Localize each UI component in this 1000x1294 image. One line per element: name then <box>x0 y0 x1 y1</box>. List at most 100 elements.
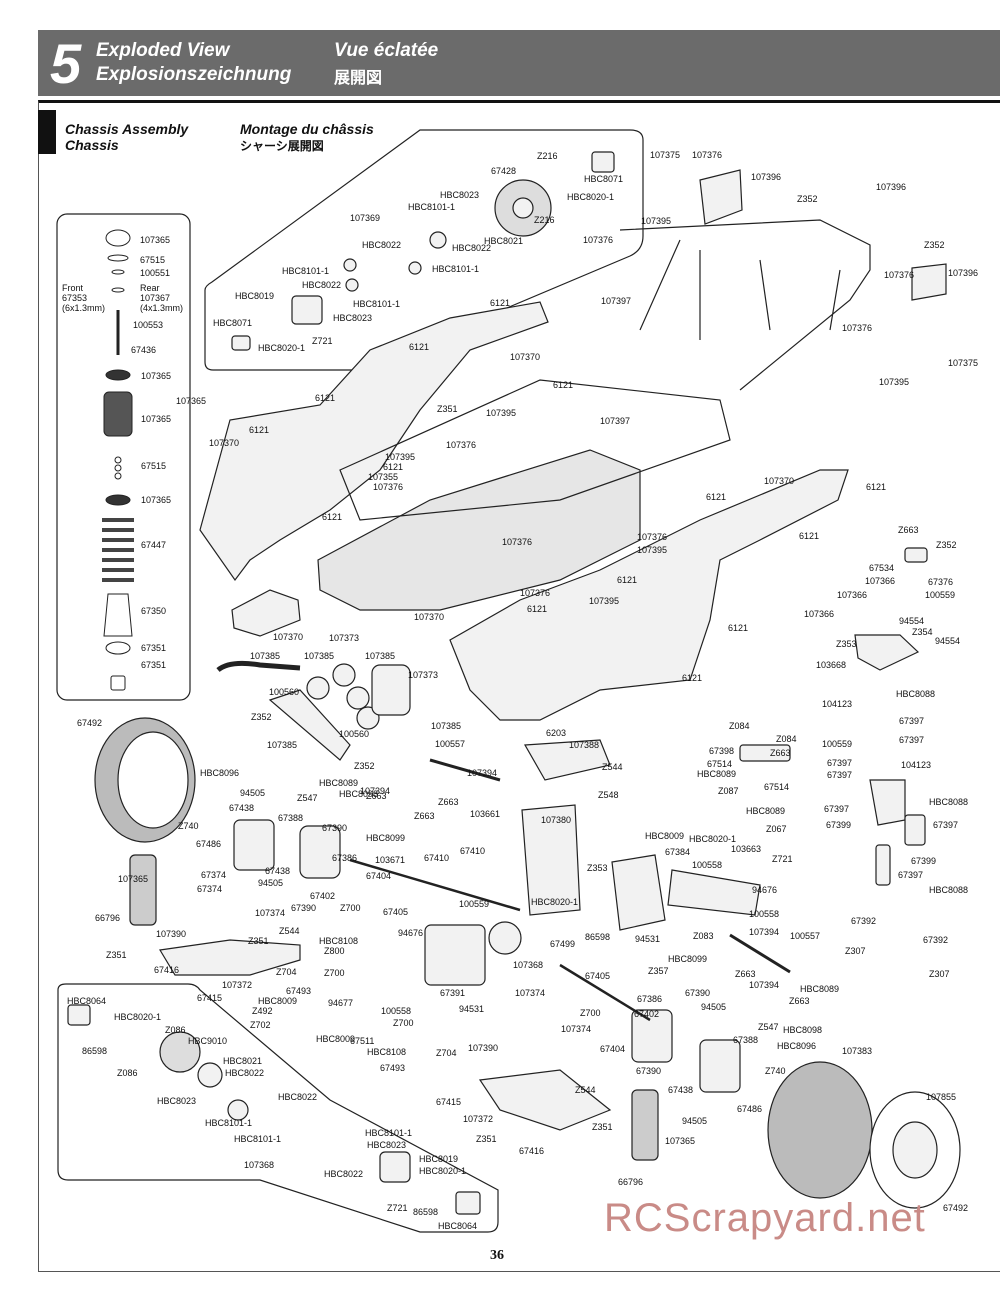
part-label: 107385 <box>304 651 335 661</box>
front-part-number: 67353 <box>62 293 88 303</box>
part-label: Z351 <box>437 404 458 414</box>
part-label: HBC8101-1 <box>432 264 480 274</box>
part-label: Z067 <box>766 824 787 834</box>
part-label: Z216 <box>534 215 555 225</box>
part-label: 107395 <box>637 545 668 555</box>
part-label: 67416 <box>154 965 180 975</box>
part-label: 67392 <box>851 916 877 926</box>
part-label: HBC8096 <box>777 1041 817 1051</box>
part-label: HBC8022 <box>452 243 492 253</box>
part-label: HBC9010 <box>188 1036 228 1046</box>
part-label: 67499 <box>550 939 576 949</box>
part-label: HBC8021 <box>223 1056 263 1066</box>
part-label: HBC8022 <box>362 240 402 250</box>
part-label: 67486 <box>196 839 222 849</box>
part-label: 107385 <box>250 651 281 661</box>
part-label: 94676 <box>752 885 778 895</box>
part-label: 67410 <box>460 846 486 856</box>
watermark: RCScrapyard.net <box>604 1196 926 1240</box>
part-label: HBC8022 <box>278 1092 318 1102</box>
part-label: Z544 <box>279 926 300 936</box>
part-label: 67374 <box>197 884 223 894</box>
part-label: HBC8020-1 <box>531 897 579 907</box>
part-label: 67534 <box>869 563 895 573</box>
part-label: Z084 <box>776 734 797 744</box>
part-label: HBC8099 <box>668 954 708 964</box>
part-label: 67388 <box>733 1035 759 1045</box>
part-label: 104123 <box>901 760 932 770</box>
part-label: 67493 <box>380 1063 406 1073</box>
subtitle-french: Montage du châssis <box>240 121 374 137</box>
part-label: HBC8098 <box>783 1025 823 1035</box>
part-label: Z492 <box>252 1006 273 1016</box>
part-label: HBC8020-1 <box>258 343 306 353</box>
part-label: Z702 <box>250 1020 271 1030</box>
section-number: 5 <box>50 32 82 95</box>
part-label: 107372 <box>463 1114 494 1124</box>
title-french: Vue éclatée <box>334 40 439 61</box>
part-label: Z663 <box>898 525 919 535</box>
part-label: 67493 <box>286 986 312 996</box>
part-label: HBC8071 <box>213 318 253 328</box>
part-label: 107374 <box>255 908 286 918</box>
part-label: HBC8020-1 <box>689 834 737 844</box>
part-label: 107394 <box>467 768 498 778</box>
part-label: 67390 <box>322 823 348 833</box>
part-label: 107373 <box>408 670 439 680</box>
part-label: 67392 <box>923 935 949 945</box>
part-label: 100557 <box>790 931 821 941</box>
part-label: 100557 <box>435 739 466 749</box>
title-english: Exploded View <box>96 40 230 61</box>
part-label: Z800 <box>324 946 345 956</box>
part-label: 107368 <box>244 1160 275 1170</box>
part-label: HBC8108 <box>319 936 359 946</box>
part-label: HBC8009 <box>258 996 298 1006</box>
part-label: 107394 <box>749 980 780 990</box>
part-label: HBC8064 <box>67 996 107 1006</box>
part-label: 67410 <box>424 853 450 863</box>
part-label: 67428 <box>491 166 517 176</box>
part-label: HBC8009 <box>316 1034 356 1044</box>
part-label: 107383 <box>842 1046 873 1056</box>
part-label: Z084 <box>729 721 750 731</box>
part-label: 103663 <box>731 844 762 854</box>
part-label: 107370 <box>209 438 240 448</box>
part-label: 107365 <box>176 396 207 406</box>
part-label: 67390 <box>291 903 317 913</box>
part-label: HBC8101-1 <box>365 1128 413 1138</box>
part-label: 107355 <box>368 472 399 482</box>
part-label: 6121 <box>866 482 887 492</box>
part-label: 100559 <box>459 899 490 909</box>
part-label: 67388 <box>278 813 304 823</box>
part-label: 6121 <box>799 531 820 541</box>
part-label: HBC8022 <box>302 280 342 290</box>
rear-part-number: 107367 <box>140 293 171 303</box>
part-label: 94505 <box>258 878 284 888</box>
part-label: HBC8088 <box>929 885 969 895</box>
part-label: 107370 <box>764 476 795 486</box>
part-label: HBC8022 <box>225 1068 265 1078</box>
part-label: HBC8023 <box>333 313 373 323</box>
part-label: Z721 <box>387 1203 408 1213</box>
title-japanese: 展開図 <box>334 70 383 87</box>
part-label: 6121 <box>682 673 703 683</box>
part-label: 107855 <box>926 1092 957 1102</box>
part-label: 107396 <box>876 182 907 192</box>
part-label: 66796 <box>618 1177 644 1187</box>
part-label: 86598 <box>585 932 611 942</box>
part-label: Z663 <box>789 996 810 1006</box>
part-label: 107365 <box>141 414 172 424</box>
part-label: 6121 <box>553 380 574 390</box>
part-label: 107365 <box>141 371 172 381</box>
front-size: (6x1.3mm) <box>62 303 106 313</box>
part-label: 67351 <box>141 643 167 653</box>
part-label: 107375 <box>650 150 681 160</box>
part-label: HBC8098 <box>339 789 379 799</box>
part-label: Z544 <box>575 1085 596 1095</box>
part-label: 100559 <box>925 590 956 600</box>
part-label: 107376 <box>373 482 404 492</box>
subtitle-german: Chassis <box>65 137 119 153</box>
part-label: 94505 <box>240 788 266 798</box>
part-label: 107376 <box>520 588 551 598</box>
